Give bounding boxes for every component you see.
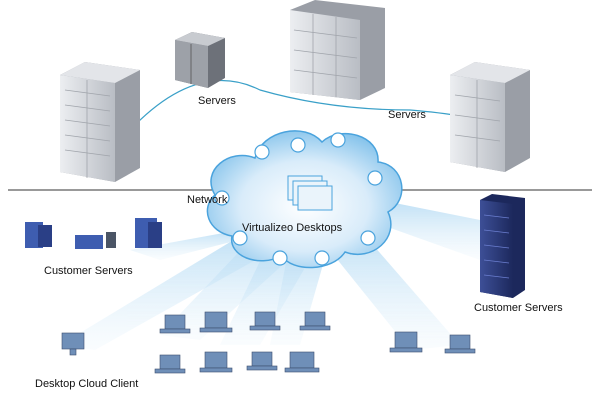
servers-top-label: Servers	[198, 95, 236, 107]
customer-servers-left-label: Customer Servers	[44, 265, 133, 277]
virtualized-desktops-cloud	[206, 130, 403, 269]
servers-right-label: Servers	[388, 109, 426, 121]
network-label: Network	[187, 194, 228, 206]
customer-servers-left-icons	[25, 218, 162, 249]
cloud-nodes	[214, 132, 383, 266]
stacked-desktops-icon	[287, 175, 333, 211]
client-devices	[61, 311, 476, 374]
server-rack-left	[60, 62, 140, 182]
server-rack-center	[290, 0, 385, 100]
server-small-top	[175, 32, 225, 88]
customer-servers-right-label: Customer Servers	[474, 302, 563, 314]
server-rack-right	[450, 62, 530, 172]
desktop-cloud-client-label: Desktop Cloud Client	[35, 378, 139, 390]
virtualized-desktops-label: Virtualizeo Desktops	[242, 222, 343, 234]
customer-server-tower-right	[480, 194, 525, 298]
